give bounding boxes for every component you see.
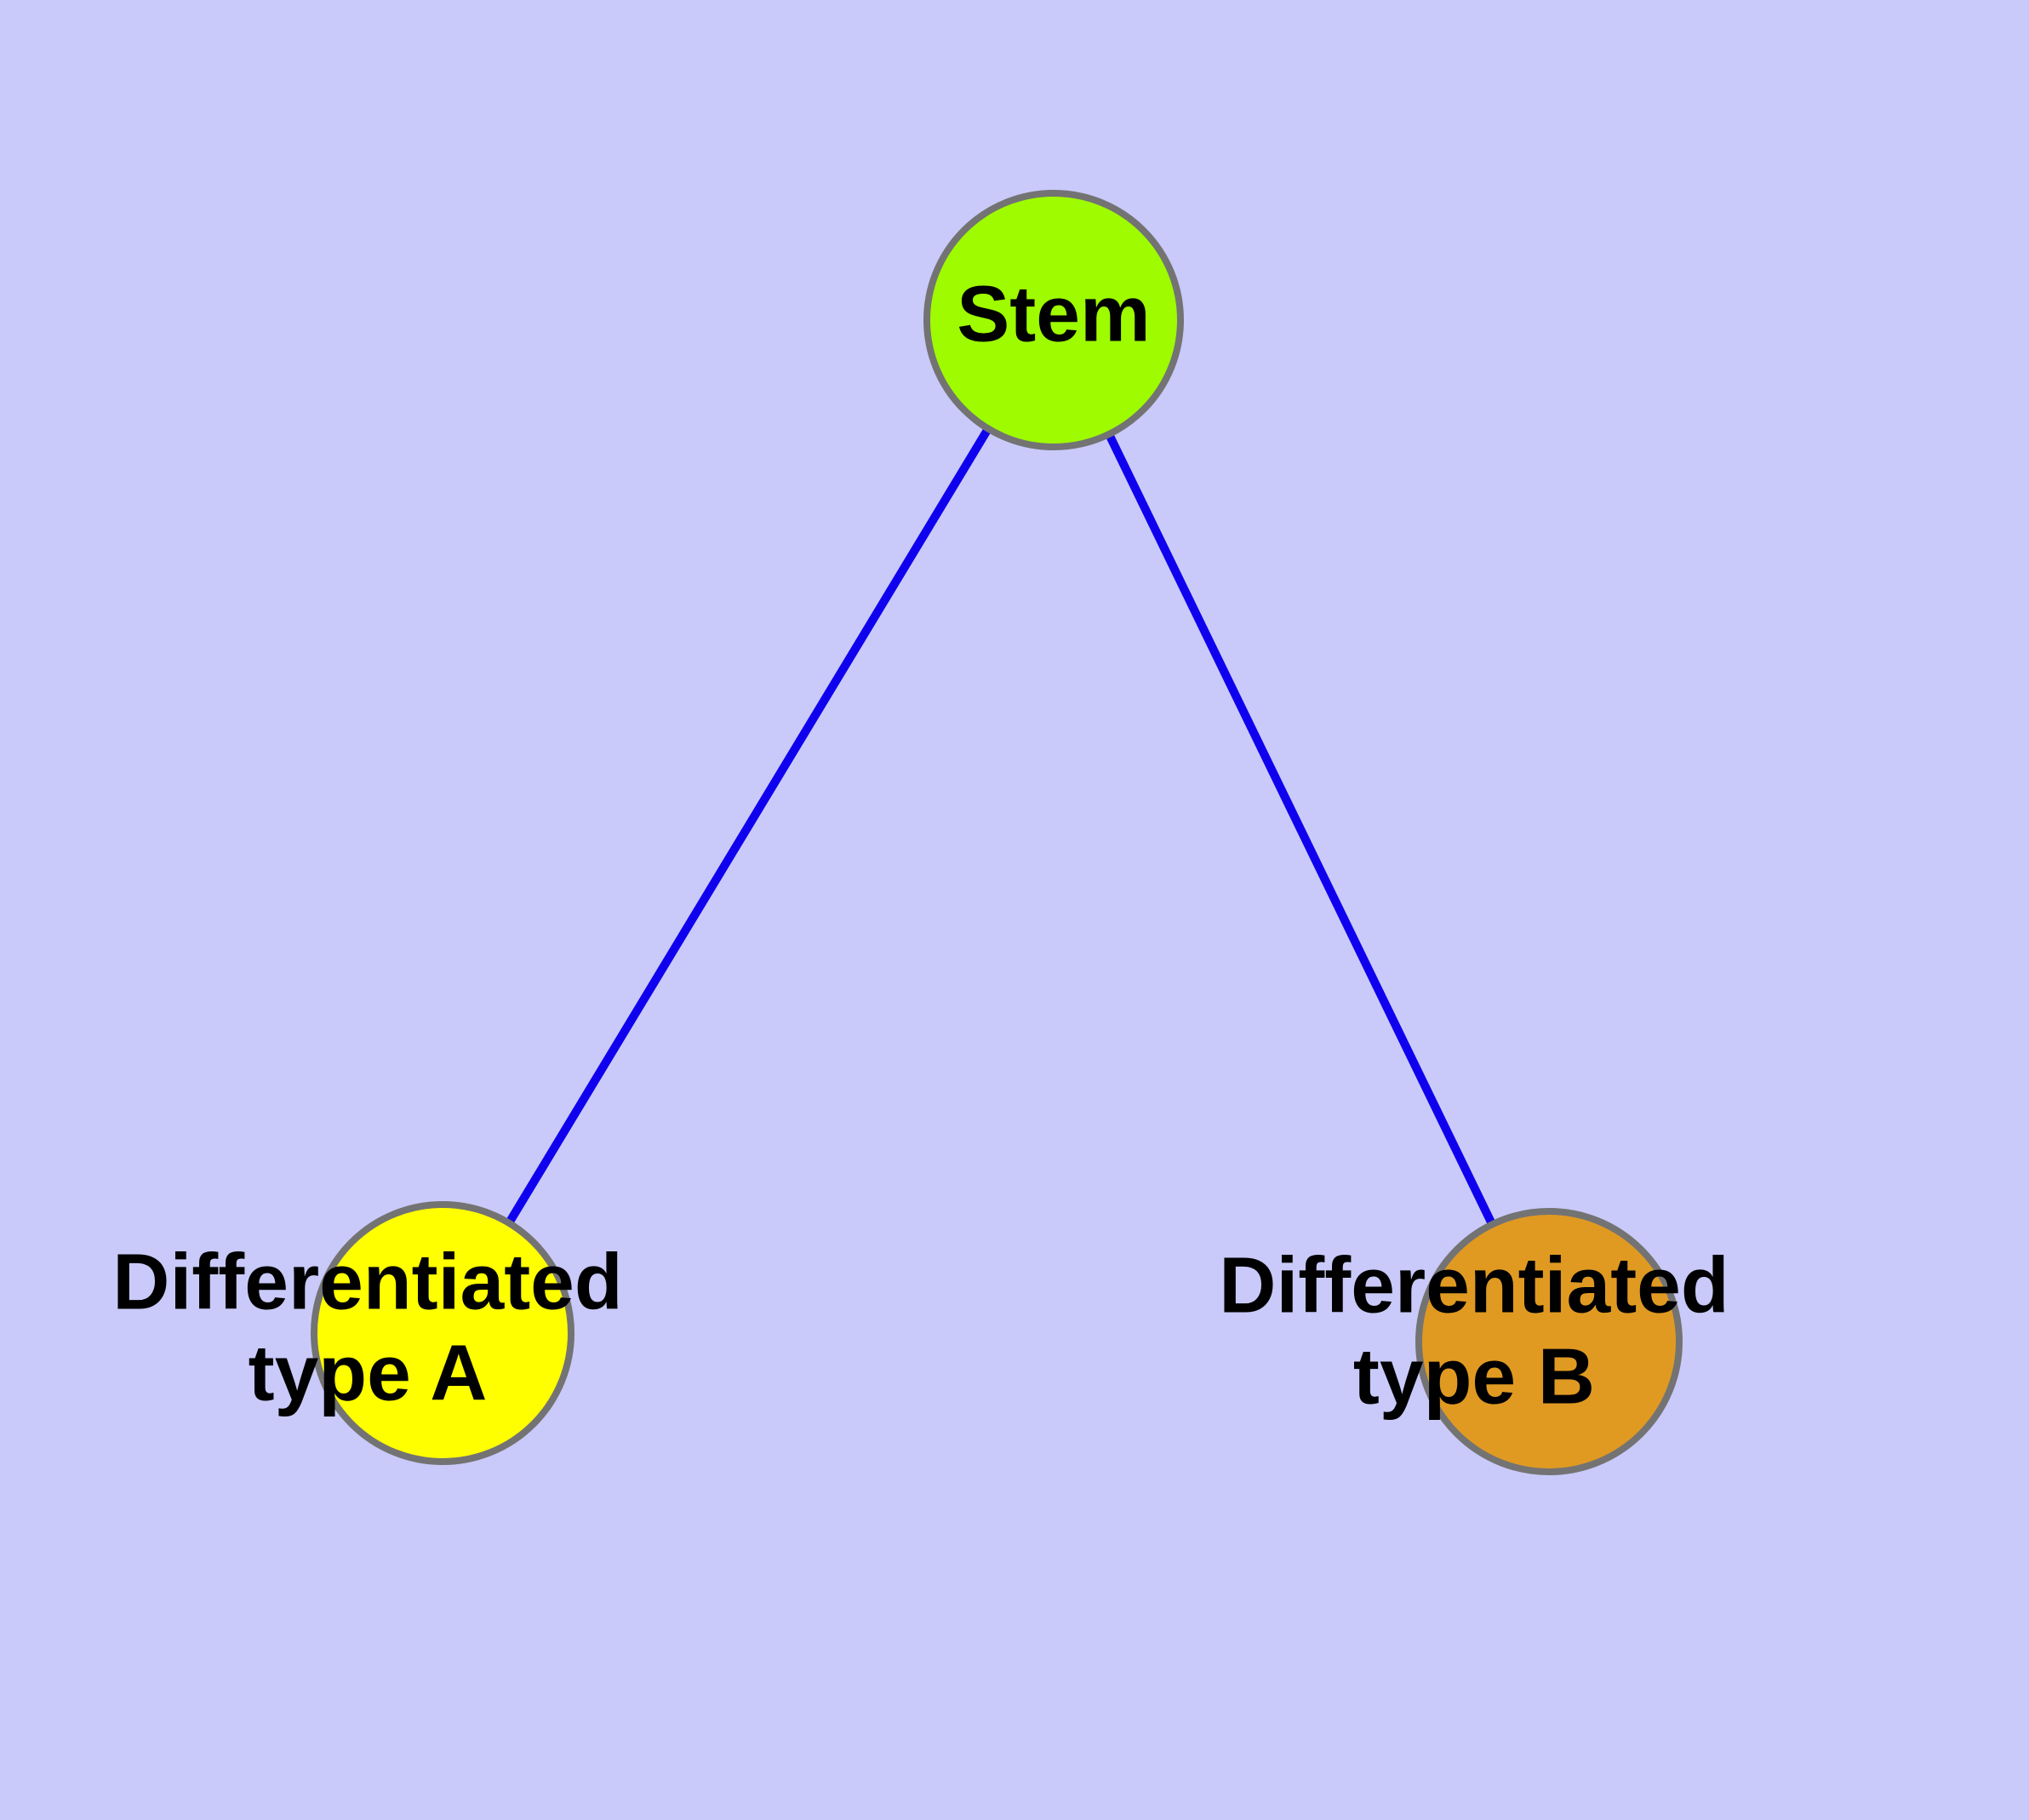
edge-stem-to-differentiated-b[interactable] <box>1049 318 1553 1344</box>
edge-stem-to-differentiated-a[interactable] <box>438 318 1058 1336</box>
node-differentiated-a-label-line1: Differentiated <box>112 1238 622 1326</box>
node-differentiated-a-circle[interactable] <box>311 1201 574 1465</box>
node-differentiated-a-label-line2: type A <box>249 1329 488 1417</box>
node-group <box>311 190 1683 1475</box>
node-stem-circle[interactable] <box>923 190 1184 450</box>
edge-group <box>438 318 1553 1344</box>
node-stem-label: Stem <box>957 270 1150 358</box>
node-differentiated-b-label-line1: Differentiated <box>1219 1241 1729 1330</box>
node-label-group: Stem Differentiated type A Differentiate… <box>112 270 1729 1421</box>
node-differentiated-b-label-line2: type B <box>1353 1332 1595 1421</box>
node-differentiated-b-circle[interactable] <box>1415 1208 1683 1475</box>
